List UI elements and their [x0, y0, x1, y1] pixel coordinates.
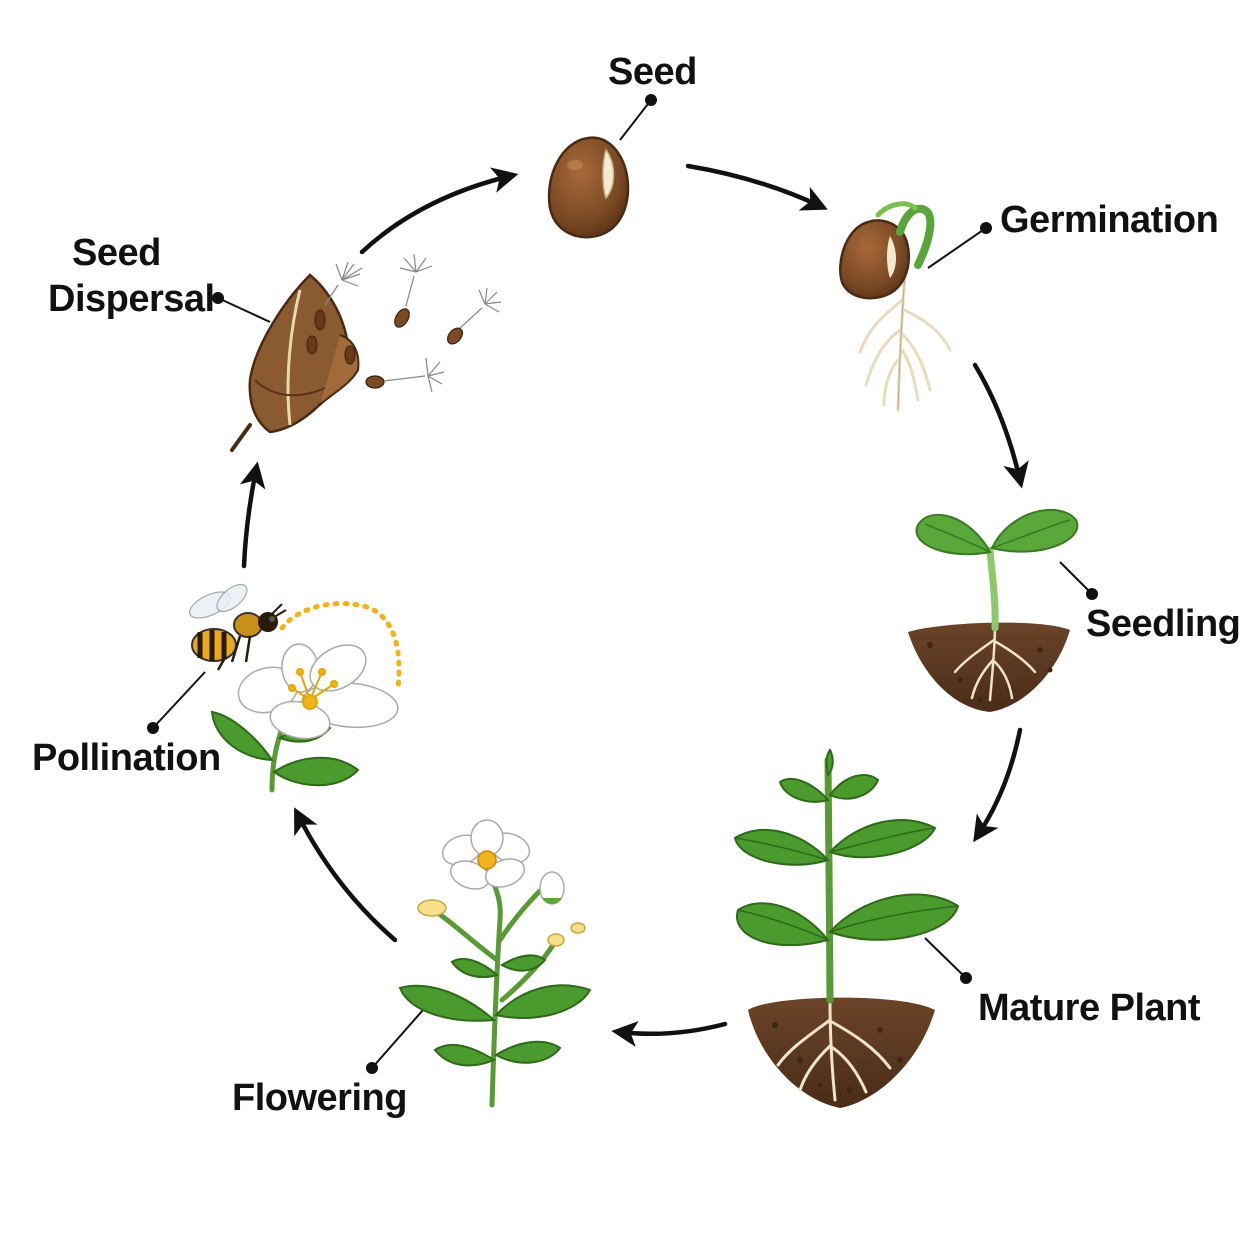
- label-mature-plant: Mature Plant: [978, 987, 1201, 1029]
- label-seed-dispersal: Seed Dispersal: [48, 230, 215, 322]
- leader-lines: [147, 94, 1098, 1074]
- arrow-germination-to-seedling: [972, 362, 1029, 489]
- germination-illustration: [839, 201, 952, 412]
- seedling-illustration: [908, 508, 1079, 712]
- mature-plant-illustration: [733, 748, 960, 1108]
- label-flowering: Flowering: [232, 1077, 407, 1119]
- arrow-flowering-to-pollination: [294, 807, 398, 943]
- arrow-mature-to-flowering: [611, 1021, 728, 1047]
- seed-dispersal-illustration: [230, 253, 502, 452]
- label-seedling: Seedling: [1086, 603, 1241, 645]
- pollination-illustration: [189, 583, 402, 793]
- arrow-dispersal-to-seed: [359, 167, 519, 255]
- label-seed-dispersal-line2: Dispersal: [48, 278, 215, 320]
- cycle-arrows: [239, 163, 1029, 1047]
- label-germination: Germination: [1000, 199, 1219, 241]
- arrow-pollination-to-dispersal: [239, 461, 266, 569]
- bee-illustration: [189, 583, 287, 671]
- flowering-plant-illustration: [398, 819, 592, 1108]
- label-pollination: Pollination: [32, 737, 221, 779]
- seed-illustration: [547, 136, 630, 239]
- arrow-seed-to-germination: [685, 163, 828, 211]
- label-seed: Seed: [608, 51, 697, 93]
- arrow-seedling-to-mature: [973, 727, 1023, 843]
- pollen-trail: [279, 601, 402, 691]
- label-seed-dispersal-line1: Seed: [72, 232, 161, 274]
